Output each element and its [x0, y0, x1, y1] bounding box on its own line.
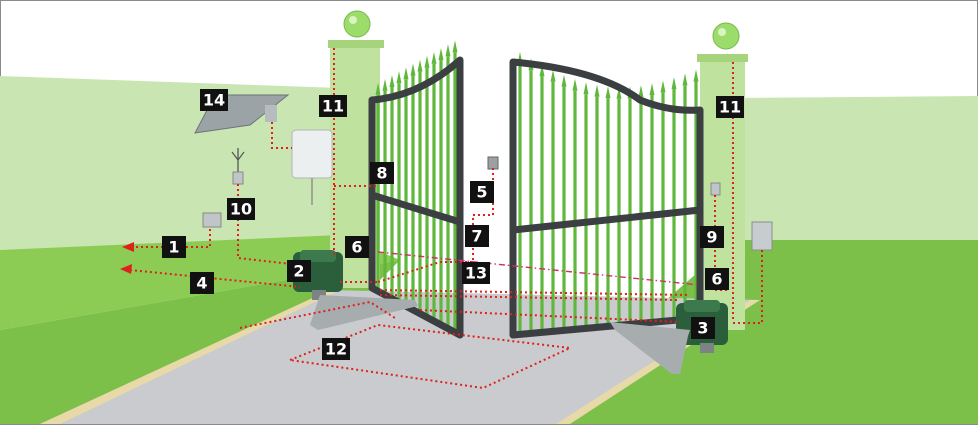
label-5: 5: [470, 181, 494, 203]
label-text-6b: 6: [711, 270, 722, 289]
label-text-13: 13: [465, 264, 487, 283]
label-1: 1: [162, 236, 186, 258]
label-14: 14: [200, 89, 228, 111]
label-text-11a: 11: [322, 97, 344, 116]
label-11a: 11: [319, 95, 347, 117]
label-text-2: 2: [293, 262, 304, 281]
label-7: 7: [465, 225, 489, 247]
label-6a: 6: [345, 236, 369, 258]
label-text-4: 4: [196, 274, 207, 293]
label-12: 12: [322, 338, 350, 360]
leftBars-bar: [397, 83, 400, 302]
label-text-6a: 6: [351, 238, 362, 257]
label-text-8: 8: [376, 164, 387, 183]
label-8: 8: [370, 162, 394, 184]
photocell-icon: [488, 157, 498, 169]
label-6b: 6: [705, 268, 729, 290]
leftBars-bar: [383, 91, 386, 295]
label-text-14: 14: [203, 91, 225, 110]
left-wall: [0, 76, 340, 250]
label-text-1: 1: [168, 238, 179, 257]
label-9: 9: [700, 226, 724, 248]
rightBars-bar: [551, 82, 554, 332]
rightBars-bar: [661, 92, 664, 321]
leftBars-bar: [432, 64, 435, 321]
keypad-icon: [203, 213, 221, 227]
label-text-11b: 11: [719, 98, 741, 117]
rightBars-bar: [529, 70, 532, 333]
leftBars-bar: [425, 68, 428, 317]
photocell-icon-right: [711, 183, 720, 195]
leftBars-bar: [446, 56, 449, 328]
leftBars-bar: [411, 75, 414, 309]
rightBars-bar: [617, 99, 620, 326]
wall-box-icon: [752, 222, 772, 250]
rightBars-bar: [672, 89, 675, 320]
label-3: 3: [691, 317, 715, 339]
rightBars-bar: [628, 98, 631, 324]
label-10: 10: [227, 198, 255, 220]
leftBars-bar: [418, 72, 421, 314]
leftBars-bar: [453, 52, 456, 332]
label-text-9: 9: [706, 228, 717, 247]
leftBars-bar: [390, 87, 393, 299]
rightBars-bar: [639, 97, 642, 323]
label-2: 2: [287, 260, 311, 282]
rightBars-bar: [540, 76, 543, 332]
rightBars-bar: [606, 98, 609, 326]
label-text-10: 10: [230, 200, 252, 219]
leftBars-bar: [439, 60, 442, 325]
label-4: 4: [190, 272, 214, 294]
rightBars-bar: [518, 64, 521, 334]
label-text-5: 5: [476, 183, 487, 202]
label-text-12: 12: [325, 340, 347, 359]
label-13: 13: [462, 262, 490, 284]
rightBars-bar: [683, 85, 686, 319]
label-text-3: 3: [697, 319, 708, 338]
label-text-7: 7: [471, 227, 482, 246]
rightBars-bar: [650, 95, 653, 322]
label-11b: 11: [716, 96, 744, 118]
